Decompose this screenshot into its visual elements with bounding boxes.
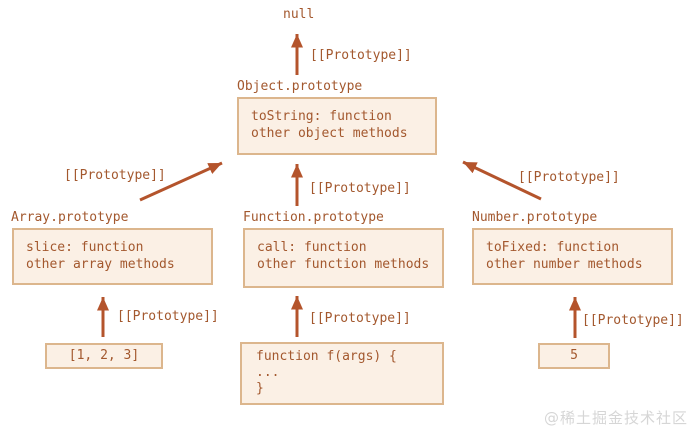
function-prototype-line2: other function methods <box>257 257 430 272</box>
object-prototype-line2: other object methods <box>251 126 408 141</box>
function-prototype-title: Function.prototype <box>243 210 384 225</box>
function-instance-box: function f(args) { ... } <box>240 342 444 405</box>
prototype-label-function-inst: [[Prototype]] <box>309 311 411 326</box>
object-prototype-line1: toString: function <box>251 109 392 124</box>
array-instance-box: [1, 2, 3] <box>45 343 163 369</box>
number-instance-box: 5 <box>538 343 610 369</box>
number-prototype-line2: other number methods <box>486 257 643 272</box>
array-prototype-box: slice: function other array methods <box>12 228 213 285</box>
object-prototype-title: Object.prototype <box>237 79 363 94</box>
object-prototype-box: toString: function other object methods <box>237 97 437 155</box>
function-instance-line3: } <box>256 381 264 396</box>
array-prototype-line1: slice: function <box>26 240 144 255</box>
array-instance-value: [1, 2, 3] <box>68 348 140 363</box>
number-prototype-title: Number.prototype <box>472 210 598 225</box>
prototype-label-array: [[Prototype]] <box>64 168 166 183</box>
array-prototype-title: Array.prototype <box>11 210 129 225</box>
prototype-label-number: [[Prototype]] <box>518 170 620 185</box>
function-prototype-box: call: function other function methods <box>243 228 444 288</box>
function-prototype-line1: call: function <box>257 240 367 255</box>
prototype-label-number-inst: [[Prototype]] <box>582 313 684 328</box>
function-instance-line2: ... <box>256 365 280 380</box>
watermark: @稀土掘金技术社区 <box>543 409 688 427</box>
prototype-label-function: [[Prototype]] <box>309 181 411 196</box>
number-instance-value: 5 <box>570 348 578 363</box>
number-prototype-box: toFixed: function other number methods <box>472 228 673 285</box>
prototype-label-top: [[Prototype]] <box>310 48 412 63</box>
function-instance-line1: function f(args) { <box>256 349 397 364</box>
array-prototype-line2: other array methods <box>26 257 175 272</box>
prototype-label-array-inst: [[Prototype]] <box>117 309 219 324</box>
null-label: null <box>283 7 315 22</box>
number-prototype-line1: toFixed: function <box>486 240 620 255</box>
